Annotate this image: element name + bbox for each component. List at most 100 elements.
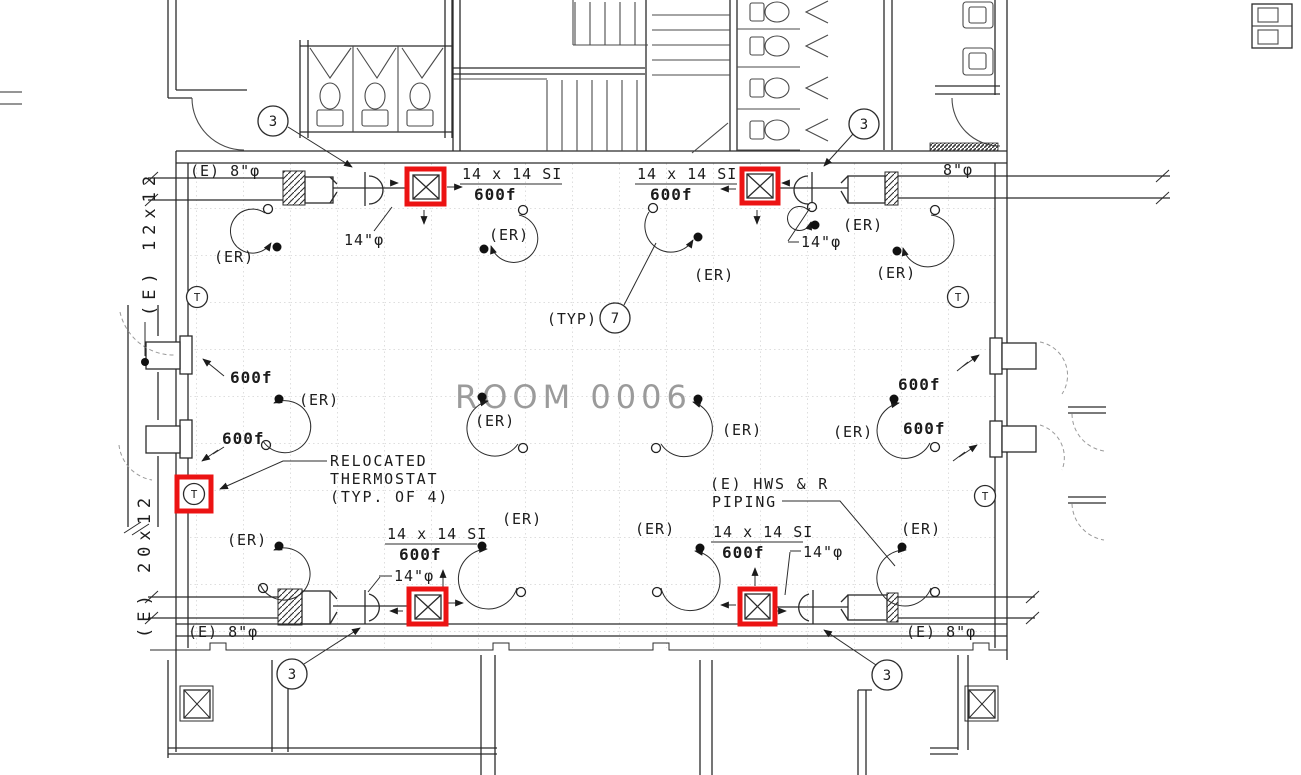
- er-label: (ER): [489, 226, 529, 244]
- cfm-label: 600f: [650, 185, 693, 204]
- thermostat-letter: T: [955, 291, 962, 304]
- duct-diameter: 14"φ: [803, 543, 843, 561]
- right-wall-registers: [989, 337, 1106, 541]
- existing-duct-label: (E) 8"φ: [190, 162, 260, 180]
- rooms-below: [167, 655, 999, 775]
- keynote-number: 3: [883, 668, 891, 684]
- diffuser-label-top-left: 14 x 14 SI 600f: [460, 165, 562, 204]
- cfm-label: 600f: [722, 543, 765, 562]
- er-label: (ER): [901, 520, 941, 538]
- duct-diameter: 14"φ: [801, 233, 841, 251]
- supply-diffuser-highlight-top-left: [404, 166, 447, 207]
- keynote-7-typ: 7 (TYP): [547, 242, 657, 334]
- duct-label: 8"φ: [943, 161, 973, 179]
- existing-duct-label: (E) 8"φ: [188, 623, 258, 641]
- duct-diameter: 14"φ: [394, 567, 434, 585]
- diffuser-size-label: 14 x 14 SI: [462, 165, 562, 183]
- stair: [452, 0, 738, 154]
- toilet-stalls-left: [299, 0, 453, 138]
- thermostat-letter: T: [194, 291, 201, 304]
- keynote-3-bottom-left: 3: [276, 627, 361, 690]
- room-name: ROOM 0006: [455, 378, 692, 416]
- er-symbol: (ER): [876, 204, 955, 282]
- duct-diameter-label-top-right: 14"φ: [787, 207, 841, 251]
- callout-line: THERMOSTAT: [330, 470, 438, 488]
- thermostat-left-top: T: [185, 285, 209, 309]
- supply-diffuser-highlight-top-right: [739, 166, 781, 206]
- toilet-fixture: [749, 1, 790, 141]
- er-symbol: (ER): [876, 520, 941, 607]
- diffuser-size-label: 14 x 14 SI: [387, 525, 487, 543]
- diffuser-label-top-right: 14 x 14 SI 600f: [635, 165, 737, 204]
- er-label: (ER): [227, 531, 267, 549]
- cfm-label: 600f: [399, 545, 442, 564]
- vestibule-top-right: [929, 0, 1008, 152]
- existing-20x12-label: (E) 20x12: [135, 492, 155, 638]
- duct-diameter-label-bottom-right: 14"φ: [784, 543, 843, 596]
- duct-diameter-label-bottom-left: 14"φ: [367, 567, 434, 593]
- thermostat-letter: T: [982, 490, 989, 503]
- thermostat-left-bottom-relocated: T: [174, 474, 214, 514]
- typ-label: (TYP): [547, 310, 597, 328]
- duct-top-right: [720, 169, 1170, 225]
- callout-line: (E) HWS & R: [710, 475, 829, 493]
- diffuser-size-label: 14 x 14 SI: [713, 523, 813, 541]
- thermostat-letter: T: [191, 488, 198, 501]
- er-label: (ER): [299, 391, 339, 409]
- er-label: (ER): [502, 510, 542, 528]
- thermostat-right-top: T: [946, 285, 970, 309]
- cfm-label: 600f: [903, 419, 946, 438]
- er-symbol: (ER): [650, 394, 762, 458]
- er-symbol: (ER): [644, 202, 734, 284]
- cfm-label: 600f: [474, 185, 517, 204]
- flow-label: 600f: [202, 429, 265, 461]
- supply-diffuser-highlight-bottom-right: [737, 586, 778, 627]
- er-symbol: (ER): [457, 510, 542, 610]
- toilet-fixture: [316, 82, 434, 127]
- keynote-number: 3: [860, 117, 868, 133]
- callout-line: (TYP. OF 4): [330, 488, 449, 506]
- er-symbol: (ER): [635, 520, 721, 612]
- existing-12x12-label: (E) 12x12: [140, 170, 160, 366]
- er-symbol: (ER): [466, 392, 529, 457]
- duct-diameter: 14"φ: [344, 231, 384, 249]
- er-symbol: (ER): [214, 203, 282, 266]
- keynote-3-top-right: 3: [823, 108, 880, 167]
- duct-bottom-left: [144, 569, 464, 626]
- thermostat-right-bottom: T: [973, 484, 997, 508]
- er-symbol: (ER): [227, 531, 311, 601]
- column-marker: [179, 685, 214, 722]
- room-walls: [0, 91, 1008, 660]
- er-label: (ER): [722, 421, 762, 439]
- er-label: (ER): [475, 412, 515, 430]
- cfm-label: 600f: [222, 429, 265, 448]
- diffuser-label-bottom-right: 14 x 14 SI 600f: [711, 523, 813, 562]
- existing-duct-label: (E) 20x12: [135, 492, 155, 638]
- column-marker: [964, 685, 999, 722]
- keynote-number: 7: [611, 311, 619, 327]
- er-symbol: (ER): [833, 394, 941, 459]
- keynote-number: 3: [269, 114, 277, 130]
- diffuser-label-bottom-left: 14 x 14 SI 600f: [385, 525, 487, 564]
- toilet-stalls-right: [737, 0, 893, 151]
- relocated-thermostat-callout: RELOCATED THERMOSTAT (TYP. OF 4): [219, 452, 449, 506]
- er-label: (ER): [214, 248, 254, 266]
- diffuser-size-label: 14 x 14 SI: [637, 165, 737, 183]
- duct-bottom-right: [720, 567, 1040, 625]
- flow-label: 600f: [903, 419, 977, 462]
- cfm-label: 600f: [898, 375, 941, 394]
- shaft-top-right: [1251, 3, 1293, 49]
- flow-label: 600f: [898, 355, 979, 394]
- er-symbol: (ER): [260, 391, 339, 454]
- duct-diameter-label-top-left: 14"φ: [344, 206, 393, 249]
- flow-label: 600f: [203, 359, 272, 387]
- hws-piping-callout: (E) HWS & R PIPING: [710, 475, 896, 567]
- keynote-3-bottom-right: 3: [823, 629, 903, 691]
- er-label: (ER): [635, 520, 675, 538]
- er-symbol: (ER): [787, 201, 882, 234]
- er-label: (ER): [694, 266, 734, 284]
- existing-duct-label: (E) 8"φ: [906, 623, 976, 641]
- keynote-3-top-left: 3: [257, 105, 353, 168]
